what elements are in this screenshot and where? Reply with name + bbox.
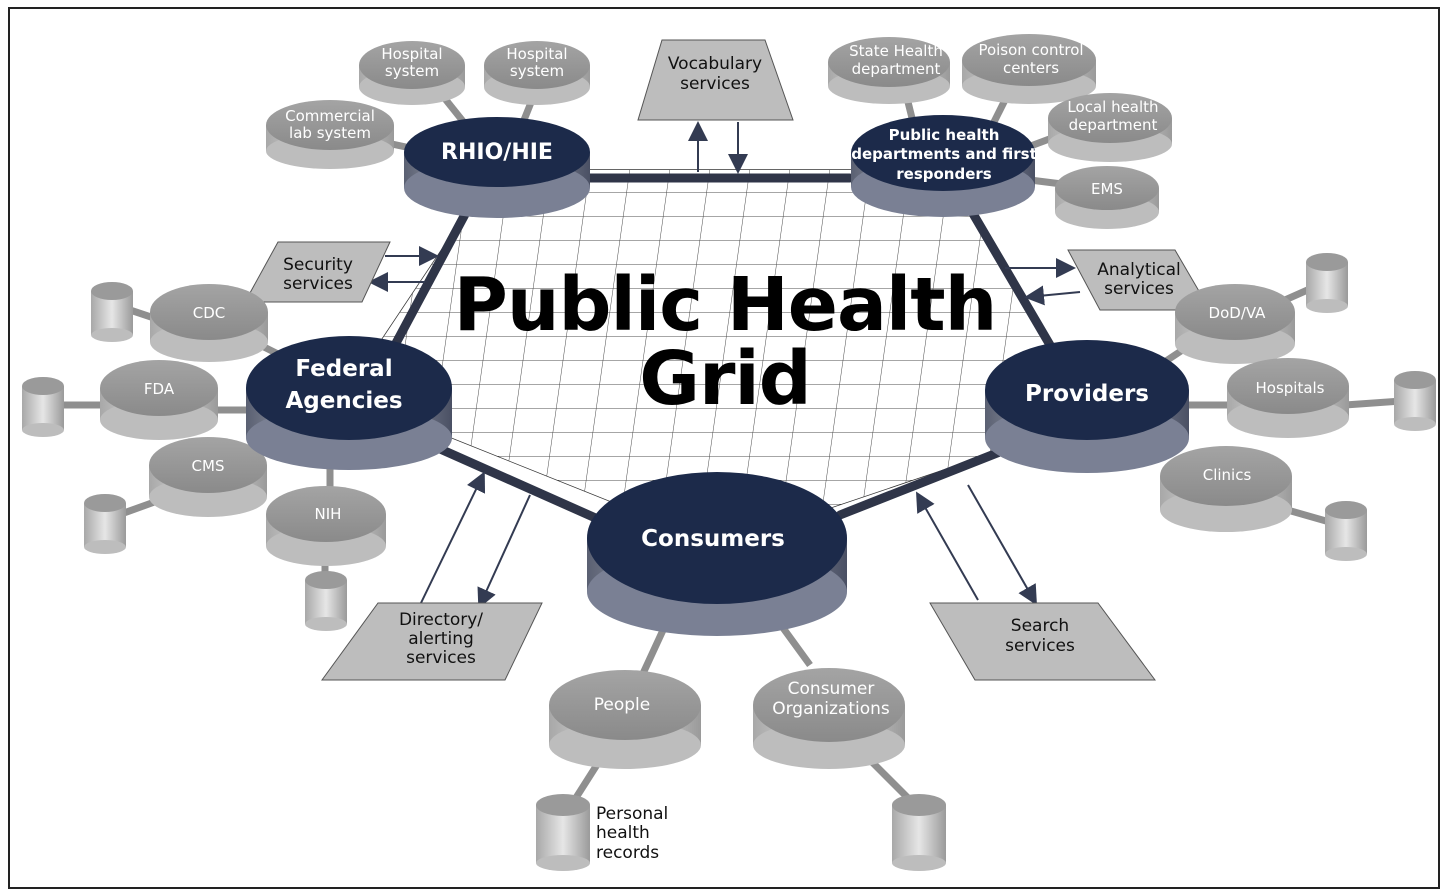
search-services-line2: services — [1005, 636, 1075, 656]
people-label: People — [594, 695, 650, 715]
title-line1: Public Health — [454, 262, 997, 348]
fda-label: FDA — [144, 380, 175, 398]
border — [8, 7, 1440, 889]
hub-federal: Federal Agencies — [246, 336, 452, 470]
search-services: Search services — [929, 602, 1156, 681]
vocabulary-services: Vocabulary services — [637, 39, 794, 121]
hub-public-health: Public health departments and first resp… — [851, 115, 1037, 217]
ems-label: EMS — [1091, 180, 1123, 198]
consumer-orgs-line2: Organizations — [772, 699, 890, 719]
records-label-line2: health — [596, 823, 650, 843]
database-icon — [536, 794, 590, 871]
nih-label: NIH — [315, 505, 342, 523]
local-health-line2: department — [1069, 116, 1158, 134]
hub-public-health-line3: responders — [896, 165, 992, 183]
vocabulary-services-line1: Vocabulary — [668, 54, 762, 74]
node-commercial-lab: Commercial lab system — [266, 100, 394, 169]
directory-services-line3: services — [406, 648, 476, 668]
directory-services-line1: Directory/ — [399, 610, 483, 630]
hub-providers-label: Providers — [1025, 381, 1149, 407]
database-icon — [1394, 371, 1436, 431]
analytical-services: Analytical services — [1067, 249, 1211, 311]
directory-alerting-services: Directory/ alerting services — [321, 602, 543, 681]
hub-public-health-line2: departments and first — [851, 145, 1037, 163]
directory-services-line2: alerting — [408, 629, 474, 649]
hub-federal-line2: Agencies — [285, 388, 402, 414]
cdc-label: CDC — [193, 304, 226, 322]
hub-federal-line1: Federal — [295, 356, 392, 382]
hospital-system-2-line2: system — [510, 62, 564, 80]
satellite-nodes: Hospital system Hospital system Commerci… — [100, 34, 1349, 769]
title-line2: Grid — [639, 336, 811, 422]
database-icon — [305, 571, 347, 631]
consumer-orgs-line1: Consumer — [788, 679, 875, 699]
hub-consumers: Consumers — [587, 472, 847, 636]
hubs: RHIO/HIE Public health departments and f… — [246, 115, 1189, 636]
hub-rhio: RHIO/HIE — [404, 117, 590, 218]
hub-providers: Providers — [985, 340, 1189, 473]
node-poison-control: Poison control centers — [962, 34, 1096, 104]
analytical-services-line2: services — [1104, 279, 1174, 299]
node-ems: EMS — [1055, 166, 1159, 229]
records-label-line1: Personal — [596, 804, 668, 824]
personal-health-records-label: Personal health records — [596, 804, 668, 863]
database-icon — [84, 494, 126, 554]
database-icon — [1306, 253, 1348, 313]
commercial-lab-line2: lab system — [289, 124, 371, 142]
database-icon — [892, 794, 946, 871]
analytical-services-line1: Analytical — [1097, 260, 1180, 280]
database-icon — [22, 377, 64, 437]
node-dod-va: DoD/VA — [1175, 284, 1295, 364]
state-health-line2: department — [852, 60, 941, 78]
node-consumer-orgs: Consumer Organizations — [753, 668, 905, 769]
node-cms: CMS — [149, 437, 267, 517]
poison-control-line2: centers — [1003, 59, 1059, 77]
hub-public-health-line1: Public health — [889, 126, 1000, 144]
vocabulary-services-line2: services — [680, 74, 750, 94]
security-services-line1: Security — [283, 255, 353, 275]
node-state-health: State Health department — [828, 37, 950, 104]
node-hospital-system-1: Hospital system — [359, 41, 465, 105]
poison-control-line1: Poison control — [978, 41, 1083, 59]
state-health-line1: State Health — [849, 42, 943, 60]
service-arrows — [368, 121, 1081, 609]
hospital-system-1-line2: system — [385, 62, 439, 80]
node-hospital-system-2: Hospital system — [484, 41, 590, 105]
search-services-line1: Search — [1011, 616, 1069, 636]
grid-title: Public Health Grid — [454, 262, 998, 422]
node-fda: FDA — [100, 360, 218, 440]
dod-va-label: DoD/VA — [1209, 304, 1267, 322]
hospital-system-1-line1: Hospital — [381, 45, 442, 63]
local-health-line1: Local health — [1067, 98, 1158, 116]
cms-label: CMS — [192, 457, 225, 475]
security-services: Security services — [244, 241, 391, 303]
small-databases — [22, 253, 1436, 871]
database-icon — [1325, 501, 1367, 561]
security-services-line2: services — [283, 274, 353, 294]
node-nih: NIH — [266, 486, 386, 566]
node-cdc: CDC — [150, 284, 268, 362]
clinics-label: Clinics — [1203, 466, 1252, 484]
database-icon — [91, 282, 133, 342]
node-people: People — [549, 670, 701, 769]
node-local-health: Local health department — [1048, 93, 1172, 162]
hub-consumers-label: Consumers — [641, 526, 785, 552]
node-hospitals: Hospitals — [1227, 358, 1349, 438]
hub-rhio-label: RHIO/HIE — [441, 140, 553, 165]
hospitals-label: Hospitals — [1255, 379, 1324, 397]
records-label-line3: records — [596, 843, 659, 863]
services: Vocabulary services Security services An… — [244, 39, 1211, 681]
commercial-lab-line1: Commercial — [285, 107, 375, 125]
hospital-system-2-line1: Hospital — [506, 45, 567, 63]
node-clinics: Clinics — [1160, 446, 1292, 532]
